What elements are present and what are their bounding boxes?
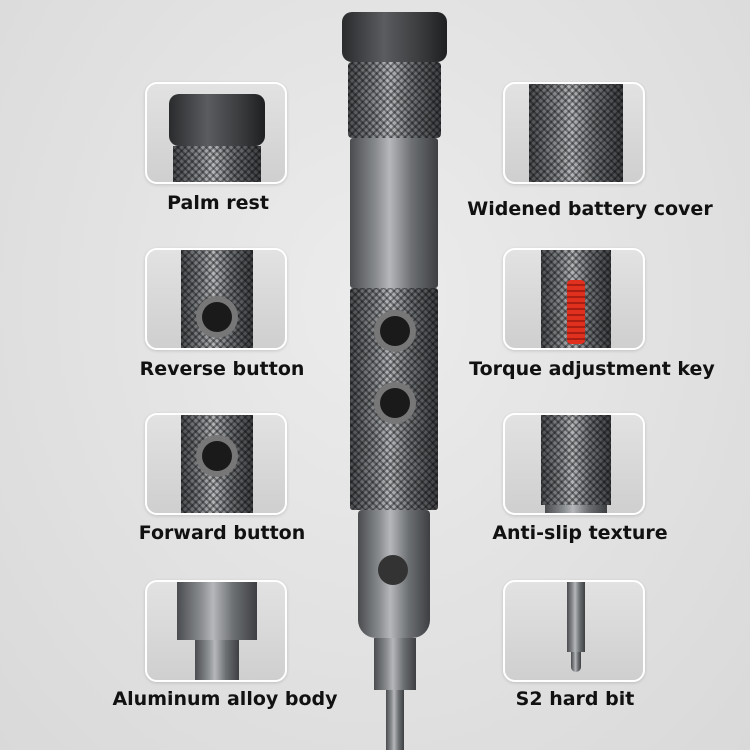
reverse-button-dot bbox=[380, 316, 410, 346]
thumb-forward-button bbox=[145, 413, 287, 515]
thumb-s2-bit bbox=[503, 580, 645, 682]
logo-icon bbox=[378, 555, 408, 585]
grip-body bbox=[350, 138, 438, 288]
thumb-battery-cover bbox=[503, 82, 645, 184]
label-reverse-button: Reverse button bbox=[139, 358, 305, 380]
thumb-aluminum-body bbox=[145, 580, 287, 682]
screwdriver-bit bbox=[386, 690, 404, 750]
battery-cover-knurl bbox=[348, 62, 441, 138]
thumb-anti-slip bbox=[503, 413, 645, 515]
label-s2-bit: S2 hard bit bbox=[515, 688, 635, 710]
bit-holder bbox=[374, 638, 416, 690]
label-forward-button: Forward button bbox=[138, 522, 306, 544]
thumb-palm-rest bbox=[145, 82, 287, 184]
label-aluminum-body: Aluminum alloy body bbox=[112, 688, 338, 710]
palm-rest-cap bbox=[342, 12, 447, 62]
thumb-torque-key bbox=[503, 248, 645, 350]
label-battery-cover: Widened battery cover bbox=[467, 198, 713, 220]
thumb-reverse-button bbox=[145, 248, 287, 350]
label-palm-rest: Palm rest bbox=[167, 192, 269, 214]
forward-button-dot bbox=[380, 388, 410, 418]
label-anti-slip: Anti-slip texture bbox=[492, 522, 668, 544]
label-torque-key: Torque adjustment key bbox=[469, 358, 715, 380]
